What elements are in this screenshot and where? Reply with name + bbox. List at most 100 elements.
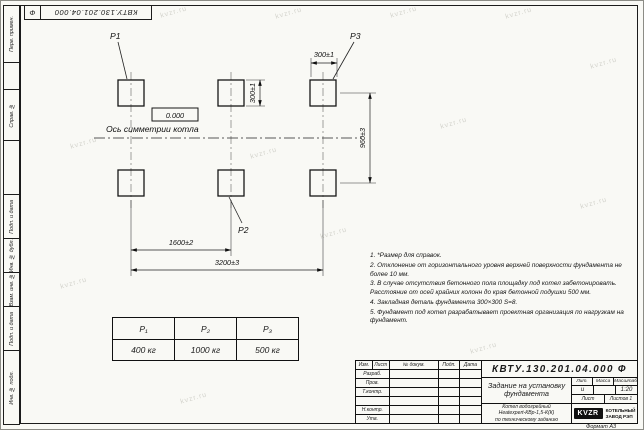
load-table-header-row: Р₁ Р₂ Р₃ xyxy=(113,318,298,339)
margin-cell-empty xyxy=(3,140,20,195)
tb-empty-cell xyxy=(390,415,439,423)
dim-960-text: 960±3 xyxy=(358,128,367,148)
note-1: 1. *Размер для справок. xyxy=(370,252,442,259)
dim-1600-text: 1600±2 xyxy=(169,238,193,247)
tb-lit-values-row: и 1:20 xyxy=(572,386,637,395)
company-name: КОТЕЛЬНЫЙ ЗАВОД РЭП xyxy=(606,408,636,419)
tb-role-row: Н.контр. xyxy=(356,406,481,415)
company-line-2: ЗАВОД РЭП xyxy=(605,413,633,419)
dimension-1600: 1600±2 xyxy=(130,200,232,276)
dimension-3200: 3200±3 xyxy=(130,200,324,276)
note-3: 3. В случае отсутствия бетонного пола пл… xyxy=(370,280,617,297)
margin-label: Инв. № подл. xyxy=(8,370,15,405)
left-margin-column: Перв. примен. Справ. № Подп. и дата Инв.… xyxy=(3,5,20,425)
symmetry-axis-label: Ось симметрии котла xyxy=(106,124,199,134)
foundation-pads xyxy=(117,79,337,197)
load-table: Р₁ Р₂ Р₃ 400 кг 1000 кг 500 кг xyxy=(112,317,299,361)
format-note: Формат А3 xyxy=(586,424,617,430)
load-table-header-p3: Р₃ xyxy=(236,318,298,339)
product-description: Котел водогрейный Heatexpert-КВр-1,5-К(К… xyxy=(482,404,571,423)
title-block: Изм. Лист № докум. Подп. Дата Разраб. Пр… xyxy=(355,360,638,424)
product-line-1: Котел водогрейный xyxy=(502,403,551,410)
title-block-main: КВТУ.130.201.04.000 Ф Задание на установ… xyxy=(482,361,637,423)
load-value-p2: 1000 кг xyxy=(174,340,236,360)
scale-label: Масштаб xyxy=(613,378,637,385)
load-table-header-p1: Р₁ xyxy=(139,323,148,334)
margin-cell-podp-data-1: Подп. и дата xyxy=(3,194,20,239)
tb-role-prov: Пров. xyxy=(356,379,390,387)
tb-header-list: Лист xyxy=(373,361,390,369)
margin-cell-inv-podl: Инв. № подл. xyxy=(3,350,20,425)
tb-empty-cell xyxy=(460,388,481,396)
tb-meta-column: Лит. Масса Масштаб и 1:20 Лист Листов 1 xyxy=(572,378,637,423)
title-block-signatures: Изм. Лист № докум. Подп. Дата Разраб. Пр… xyxy=(356,361,482,423)
tb-empty-cell xyxy=(390,379,439,387)
margin-label: Инв. № дубл. xyxy=(8,238,15,273)
tb-empty-cell xyxy=(439,388,460,396)
tb-empty-cell xyxy=(390,397,439,405)
tb-lower-section: Задание на установку фундамента Котел во… xyxy=(482,378,637,423)
tb-role-nkontr: Н.контр. xyxy=(356,406,390,414)
tb-role-row: Утв. xyxy=(356,415,481,423)
technical-notes: 1. *Размер для справок. 2. Отклонение от… xyxy=(370,252,636,327)
elevation-mark-box xyxy=(151,107,199,122)
scale-value: 1:20 xyxy=(615,386,637,394)
tb-role-razrab: Разраб. xyxy=(356,370,390,378)
tb-empty-cell xyxy=(439,406,460,414)
dim-300-v-text: 300±1 xyxy=(248,83,257,103)
tb-empty-cell xyxy=(460,397,481,405)
p1-leader-line xyxy=(117,41,128,80)
tb-sheets-row: Лист Листов 1 xyxy=(572,395,637,404)
pad-bottom-left xyxy=(117,169,145,197)
p2-label: Р2 xyxy=(238,225,249,235)
mass-label: Масса xyxy=(592,378,613,385)
lit-label: Лит. xyxy=(576,379,588,384)
p3-leader-line xyxy=(332,41,355,80)
tb-header-row: Изм. Лист № докум. Подп. Дата xyxy=(356,361,481,370)
tb-role-row: Пров. xyxy=(356,379,481,388)
tb-role-blank xyxy=(356,397,390,405)
sheet-label: Лист xyxy=(581,396,595,402)
margin-label: Справ. № xyxy=(8,102,15,128)
margin-cell-empty xyxy=(3,62,20,90)
elevation-value: 0.000 xyxy=(166,111,184,120)
dimension-960: 960±3 xyxy=(340,92,376,184)
load-point-p3: Р3 xyxy=(332,31,361,80)
company-cell: KVZR КОТЕЛЬНЫЙ ЗАВОД РЭП xyxy=(572,404,637,423)
p3-label: Р3 xyxy=(350,31,361,41)
tb-empty-cell xyxy=(439,397,460,405)
load-table-header-p2: Р₂ xyxy=(174,318,236,339)
stamp-doc-number: КВТУ.130.201.04.000 xyxy=(54,8,138,17)
p1-label: Р1 xyxy=(110,31,121,41)
load-table-value-row: 400 кг 1000 кг 500 кг xyxy=(113,339,298,360)
margin-cell-perv-primen: Перв. примен. xyxy=(3,5,20,63)
tb-lit-header-row: Лит. Масса Масштаб xyxy=(572,378,637,386)
pad-top-right xyxy=(309,79,337,107)
tb-header-izm: Изм. xyxy=(356,361,373,369)
load-value-p1: 400 кг xyxy=(131,345,156,355)
tb-empty-cell xyxy=(460,370,481,378)
load-point-p2: Р2 xyxy=(228,196,249,235)
margin-label: Перв. примен. xyxy=(8,16,15,52)
tb-empty-cell xyxy=(460,406,481,414)
tb-role-row: Разраб. xyxy=(356,370,481,379)
document-number: КВТУ.130.201.04.000 Ф xyxy=(482,361,637,378)
note-2: 2. Отклонение от горизонтального уровня … xyxy=(370,261,622,278)
pad-top-left xyxy=(117,79,145,107)
dimension-300-vertical: 300±1 xyxy=(246,79,265,107)
tb-empty-cell xyxy=(439,379,460,387)
note-5: 5. Фундамент под котел разрабатывает про… xyxy=(370,308,624,325)
tb-empty-cell xyxy=(390,388,439,396)
product-line-2: Heatexpert-КВр-1,5-К(К) xyxy=(498,410,555,417)
lit-value: и xyxy=(580,387,585,393)
load-value-p3: 500 кг xyxy=(236,340,298,360)
tb-empty-cell xyxy=(439,415,460,423)
drawing-title: Задание на установку фундамента xyxy=(482,378,571,404)
tb-role-row xyxy=(356,397,481,406)
margin-label: Подп. и дата xyxy=(8,311,15,346)
margin-label: Подп. и дата xyxy=(8,199,15,234)
margin-cell-podp-data-2: Подп. и дата xyxy=(3,306,20,351)
company-line-1: КОТЕЛЬНЫЙ xyxy=(605,407,636,413)
rotated-docnumber-stamp: КВТУ.130.201.04.000 Ф xyxy=(24,5,152,20)
